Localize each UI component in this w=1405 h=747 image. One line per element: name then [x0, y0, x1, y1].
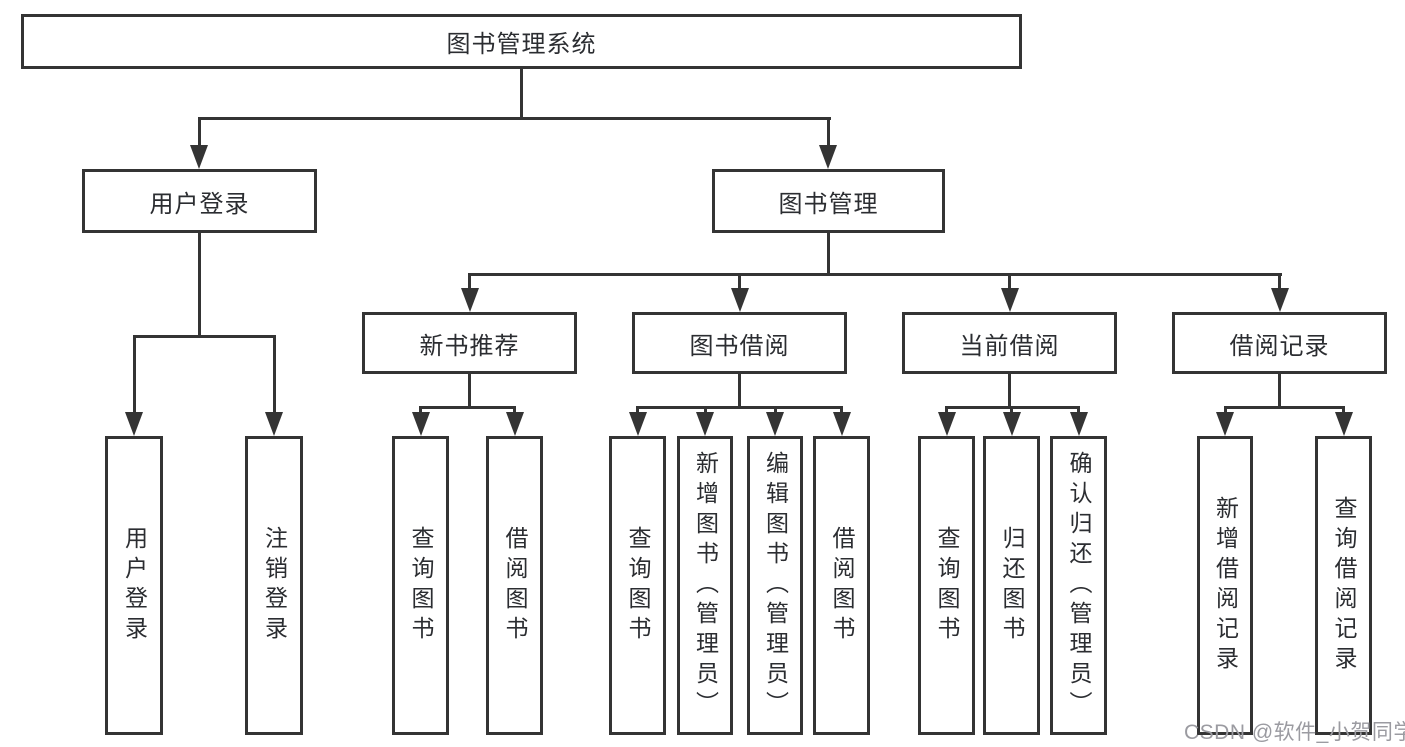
- connector-to-leaf-cb-return: [1010, 406, 1013, 412]
- leaf-record-query-label: 查询借阅记录: [1331, 495, 1357, 676]
- arrowhead-leaf-bb-borrow: [833, 412, 851, 436]
- node-user-login: 用户登录: [82, 169, 317, 233]
- connector-to-borrow-record: [1278, 273, 1281, 288]
- connector-to-book-borrow: [738, 273, 741, 288]
- leaf-current-confirm-admin-label: 确认归还（管理员）: [1066, 450, 1092, 721]
- leaf-borrow-query: 查询图书: [609, 436, 666, 735]
- leaf-borrow-edit-admin-label: 编辑图书（管理员）: [762, 450, 789, 721]
- connector-to-leaf-cb-confirm: [1077, 406, 1080, 412]
- leaf-borrow-query-label: 查询图书: [625, 525, 651, 646]
- leaf-borrow-borrow: 借阅图书: [813, 436, 870, 735]
- arrowhead-borrow-record: [1271, 288, 1289, 312]
- leaf-borrow-edit-admin: 编辑图书（管理员）: [747, 436, 803, 735]
- connector-to-leaf-bb-borrow: [840, 406, 843, 412]
- arrowhead-new-book: [461, 288, 479, 312]
- leaf-borrow-add-admin: 新增图书（管理员）: [677, 436, 733, 735]
- leaf-record-query: 查询借阅记录: [1315, 436, 1372, 735]
- arrowhead-leaf-nb-query: [412, 412, 430, 436]
- leaf-borrow-borrow-label: 借阅图书: [829, 525, 855, 646]
- connector-to-leaf-bb-add: [704, 406, 707, 412]
- connector-to-leaf-br-add: [1224, 406, 1227, 412]
- connector-to-leaf-nb-borrow: [513, 406, 516, 412]
- connector-user-login-stem: [198, 233, 201, 335]
- connector-to-current-borrow: [1008, 273, 1011, 288]
- arrowhead-leaf-logout: [265, 412, 283, 436]
- csdn-watermark: CSDN @软件_小贺同学: [1184, 721, 1405, 744]
- leaf-current-return: 归还图书: [983, 436, 1040, 735]
- leaf-current-query-label: 查询图书: [934, 525, 960, 646]
- leaf-record-add-label: 新增借阅记录: [1212, 495, 1239, 676]
- node-current-borrow-label: 当前借阅: [959, 332, 1060, 360]
- connector-to-leaf-nb-query: [419, 406, 422, 412]
- node-book-borrow: 图书借阅: [632, 312, 847, 374]
- arrowhead-current-borrow: [1001, 288, 1019, 312]
- connector-group5-rail: [1224, 406, 1345, 409]
- arrowhead-leaf-bb-query: [629, 412, 647, 436]
- connector-to-user-login: [198, 117, 201, 145]
- connector-to-leaf-bb-edit: [774, 406, 777, 412]
- leaf-user-login: 用户登录: [105, 436, 163, 735]
- arrowhead-leaf-br-query: [1335, 412, 1353, 436]
- leaf-record-add: 新增借阅记录: [1197, 436, 1253, 735]
- leaf-logout-label: 注销登录: [261, 525, 288, 646]
- connector-to-book-mgmt: [827, 117, 830, 145]
- arrowhead-book-mgmt: [819, 145, 837, 169]
- leaf-logout: 注销登录: [245, 436, 303, 735]
- node-book-mgmt-label: 图书管理: [778, 190, 879, 218]
- arrowhead-leaf-cb-confirm: [1070, 412, 1088, 436]
- leaf-newbook-borrow-label: 借阅图书: [502, 525, 528, 646]
- connector-book-borrow-stem: [738, 374, 741, 406]
- leaf-borrow-add-admin-label: 新增图书（管理员）: [692, 450, 719, 721]
- connector-to-leaf-bb-query: [636, 406, 639, 412]
- connector-to-leaf-login: [133, 335, 136, 412]
- leaf-newbook-query-label: 查询图书: [408, 525, 434, 646]
- node-new-book-label: 新书推荐: [419, 332, 520, 360]
- connector-to-leaf-logout: [273, 335, 276, 412]
- connector-to-leaf-br-query: [1342, 406, 1345, 412]
- node-root-label: 图书管理系统: [446, 31, 597, 58]
- arrowhead-leaf-bb-add: [696, 412, 714, 436]
- arrowhead-user-login: [190, 145, 208, 169]
- connector-root-stem: [520, 69, 523, 117]
- connector-group2-rail: [419, 406, 516, 409]
- leaf-current-return-label: 归还图书: [999, 525, 1025, 646]
- arrowhead-leaf-bb-edit: [766, 412, 784, 436]
- connector-level3-rail: [468, 273, 1282, 276]
- leaf-current-confirm-admin: 确认归还（管理员）: [1050, 436, 1107, 735]
- connector-current-borrow-stem: [1008, 374, 1011, 406]
- connector-group1-rail: [133, 335, 276, 338]
- leaf-newbook-query: 查询图书: [392, 436, 449, 735]
- arrowhead-book-borrow: [731, 288, 749, 312]
- node-user-login-label: 用户登录: [149, 190, 250, 218]
- leaf-current-query: 查询图书: [918, 436, 975, 735]
- connector-book-mgmt-stem: [827, 233, 830, 273]
- connector-new-book-stem: [468, 374, 471, 406]
- connector-borrow-record-stem: [1278, 374, 1281, 406]
- node-borrow-record: 借阅记录: [1172, 312, 1387, 374]
- leaf-user-login-label: 用户登录: [121, 525, 148, 646]
- arrowhead-leaf-nb-borrow: [506, 412, 524, 436]
- node-borrow-record-label: 借阅记录: [1229, 332, 1330, 360]
- node-new-book: 新书推荐: [362, 312, 577, 374]
- connector-level2-rail: [198, 117, 831, 120]
- connector-to-new-book: [468, 273, 471, 288]
- node-book-borrow-label: 图书借阅: [689, 332, 790, 360]
- leaf-newbook-borrow: 借阅图书: [486, 436, 543, 735]
- arrowhead-leaf-login: [125, 412, 143, 436]
- connector-group3-rail: [636, 406, 843, 409]
- node-current-borrow: 当前借阅: [902, 312, 1117, 374]
- arrowhead-leaf-br-add: [1216, 412, 1234, 436]
- connector-to-leaf-cb-query: [945, 406, 948, 412]
- arrowhead-leaf-cb-query: [938, 412, 956, 436]
- node-root: 图书管理系统: [21, 14, 1022, 69]
- arrowhead-leaf-cb-return: [1003, 412, 1021, 436]
- node-book-mgmt: 图书管理: [712, 169, 945, 233]
